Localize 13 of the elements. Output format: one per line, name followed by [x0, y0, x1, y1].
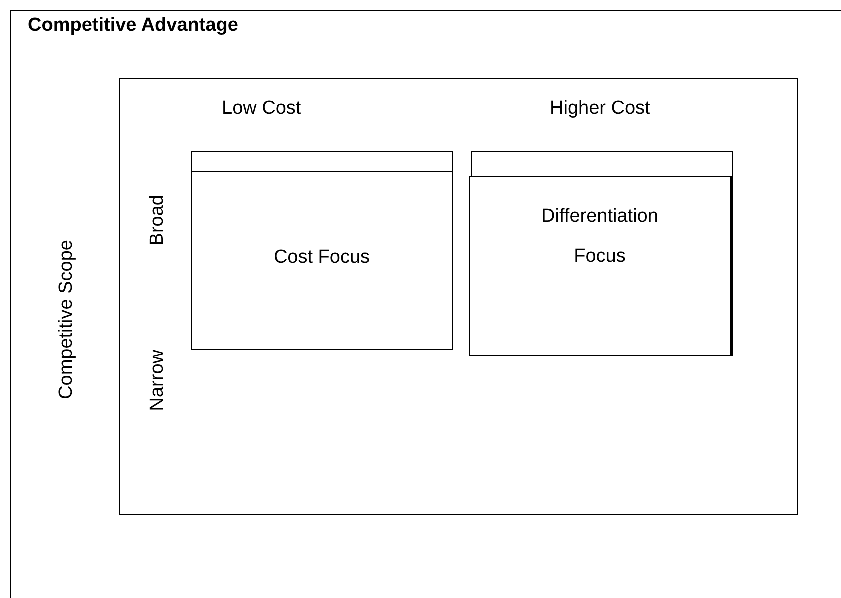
strategy-box: [469, 176, 731, 356]
strategy-box: [191, 171, 453, 350]
header-strip: [191, 151, 453, 172]
row-label: Narrow: [147, 350, 169, 412]
box-label: Cost Focus: [272, 247, 372, 269]
axis-label: Competitive Scope: [56, 240, 78, 400]
box-label: Differentiation Focus: [540, 205, 660, 269]
column-label: Higher Cost: [550, 98, 650, 120]
title: Competitive Advantage: [28, 15, 238, 37]
column-label: Low Cost: [222, 98, 302, 120]
header-strip: [471, 151, 733, 177]
row-label: Broad: [147, 195, 169, 246]
matrix-frame: [119, 78, 798, 515]
